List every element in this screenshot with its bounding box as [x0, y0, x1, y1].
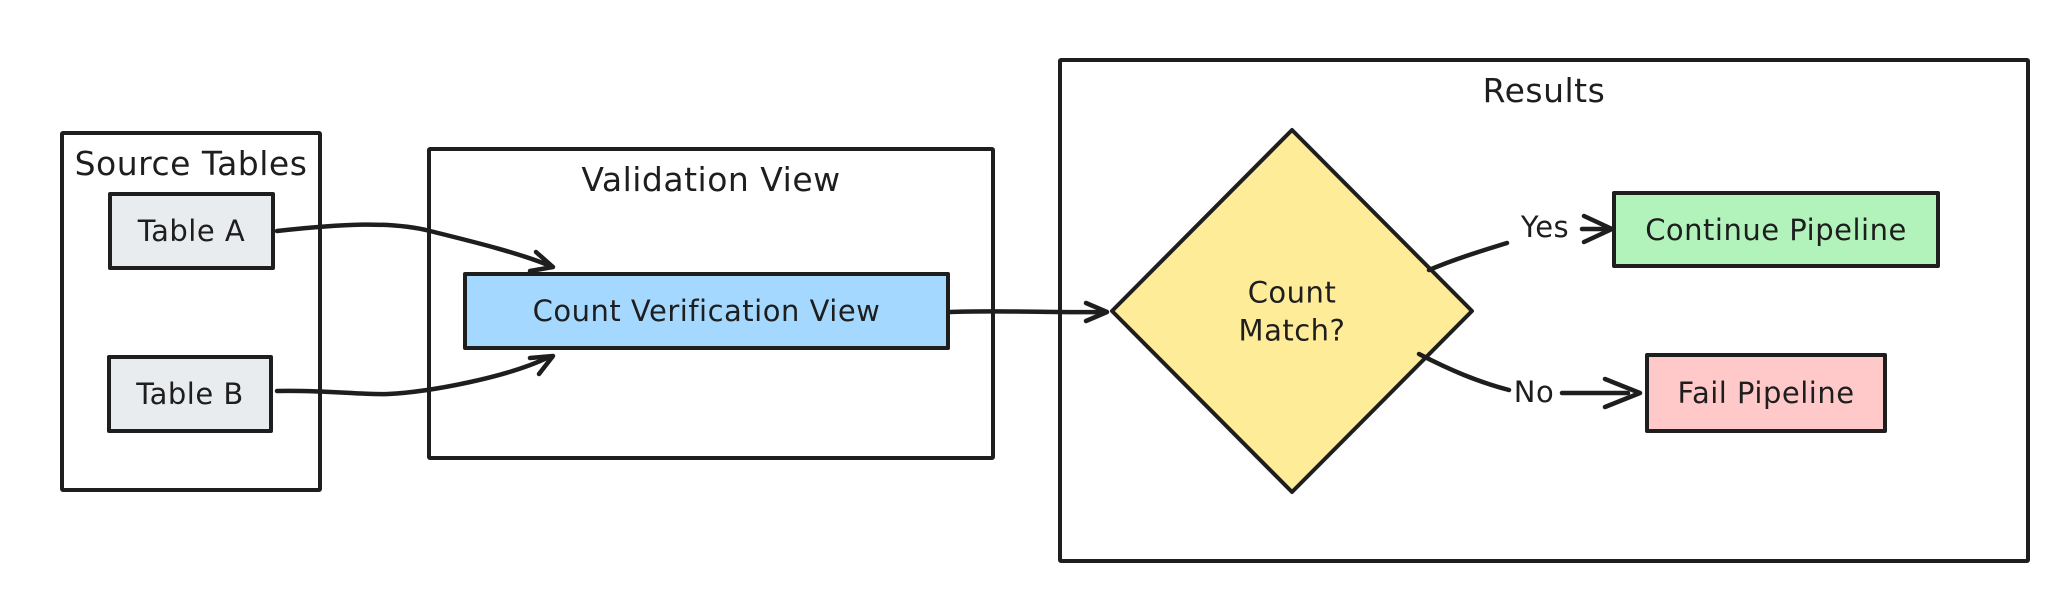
- node-count-verification-view-label: Count Verification View: [532, 294, 881, 328]
- node-count-match-label: Count Match?: [1238, 275, 1346, 348]
- group-results-title: Results: [1482, 71, 1606, 110]
- node-fail-pipeline: Fail Pipeline: [1645, 353, 1887, 433]
- edge-label-yes: Yes: [1520, 209, 1570, 244]
- edge-label-no: No: [1513, 374, 1555, 409]
- node-continue-pipeline: Continue Pipeline: [1612, 191, 1940, 268]
- node-table-b-label: Table B: [136, 377, 244, 411]
- node-table-a: Table A: [108, 192, 275, 270]
- group-results: Results: [1058, 58, 2030, 563]
- node-continue-pipeline-label: Continue Pipeline: [1645, 212, 1907, 247]
- node-fail-pipeline-label: Fail Pipeline: [1677, 376, 1855, 410]
- node-table-a-label: Table A: [137, 214, 246, 248]
- node-table-b: Table B: [107, 355, 273, 433]
- node-count-verification-view: Count Verification View: [463, 272, 950, 350]
- group-source-tables-title: Source Tables: [74, 144, 308, 183]
- group-validation-view-title: Validation View: [581, 160, 841, 199]
- group-source-tables: Source Tables: [60, 131, 322, 492]
